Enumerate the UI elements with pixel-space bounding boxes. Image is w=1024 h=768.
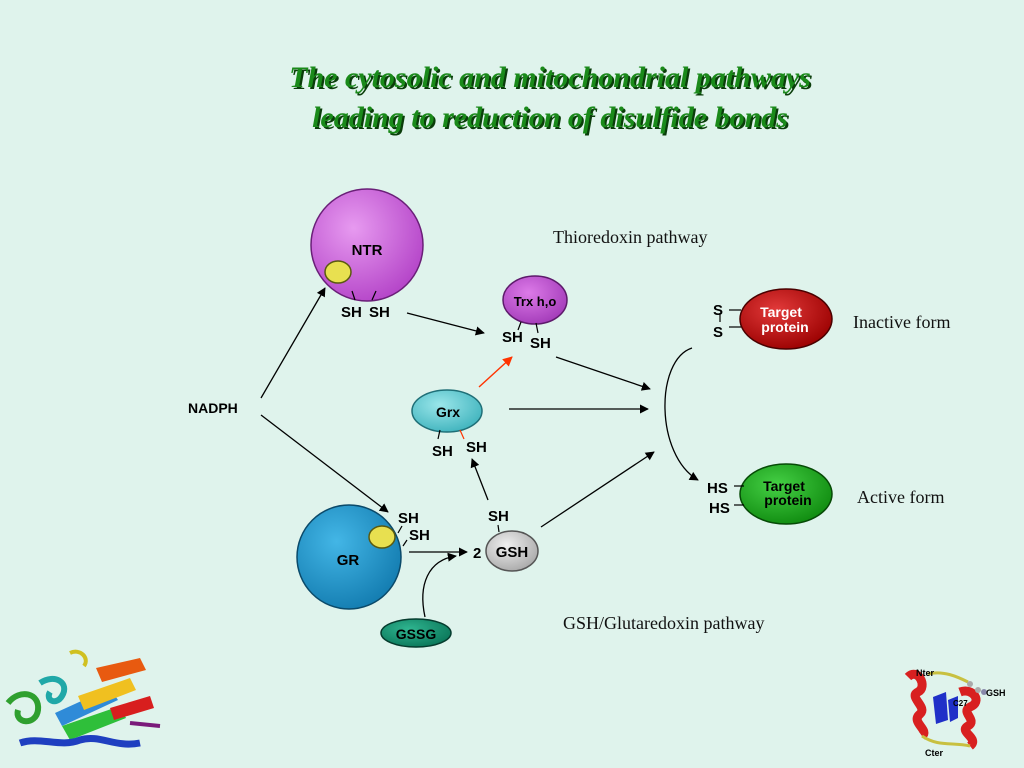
nter-label: Nter [916, 668, 935, 678]
active-hs-2: HS [709, 500, 730, 517]
trx-label: Trx h,o [514, 294, 557, 309]
arrow-gsh-to-target [540, 451, 655, 528]
arrow-nadph-to-gr [260, 414, 389, 513]
inactive-form-label: Inactive form [853, 312, 951, 332]
gr-enzyme: GR SH SH [296, 504, 430, 610]
grx-sh-2: SH [466, 439, 487, 456]
thioredoxin-ribbon-structure-image [5, 649, 161, 748]
grx-enzyme: Grx SH SH [411, 389, 487, 460]
slide-title: The cytosolic and mitochondrial pathways… [200, 58, 900, 138]
inactive-s-1: S [713, 302, 723, 319]
c27-label: C27 [953, 699, 968, 708]
fad-cofactor-gr [368, 525, 396, 549]
trx-sh-1: SH [502, 329, 523, 346]
gsh-label: GSH [496, 544, 529, 561]
ntr-sh-1: SH [341, 304, 362, 321]
trx-enzyme: Trx h,o SH SH [502, 275, 568, 352]
title-line-1: The cytosolic and mitochondrial pathways [289, 61, 811, 94]
ntr-enzyme: NTR SH SH [310, 188, 424, 321]
gr-label: GR [337, 552, 360, 569]
glutaredoxin-ribbon-structure-image: Nter GSH C27 Cter [904, 668, 1006, 758]
fad-cofactor-ntr [324, 260, 352, 284]
active-form-label: Active form [857, 487, 945, 507]
thioredoxin-pathway-label: Thioredoxin pathway [553, 227, 708, 247]
gsh-molecule: GSH 2 SH [473, 508, 539, 572]
trx-sh-2: SH [530, 335, 551, 352]
arrow-reduction-curve [664, 347, 699, 481]
title-line-2: leading to reduction of disulfide bonds [312, 101, 788, 134]
target-protein-active: Target protein HS HS [707, 463, 833, 525]
gsh-structure-label: GSH [986, 688, 1006, 698]
grx-label: Grx [436, 404, 460, 420]
target-inactive-line-2: protein [761, 319, 808, 335]
target-protein-inactive: Target protein S S [713, 288, 833, 350]
grx-sh-1: SH [432, 443, 453, 460]
arrow-gssg-to-gsh [422, 552, 457, 618]
reaction-arrows [260, 287, 699, 618]
gr-sh-1: SH [398, 510, 419, 527]
gssg-molecule: GSSG [380, 618, 452, 648]
cter-label: Cter [925, 748, 944, 758]
gsh-sh: SH [488, 508, 509, 525]
gr-sh-2: SH [409, 527, 430, 544]
arrow-ntr-to-trx [406, 312, 485, 336]
gsh-pathway-label: GSH/Glutaredoxin pathway [563, 613, 765, 633]
target-inactive-line-1: Target [760, 304, 802, 320]
target-active-line-1: Target [763, 478, 805, 494]
active-hs-1: HS [707, 480, 728, 497]
arrow-grx-to-trx [478, 356, 513, 388]
inactive-s-2: S [713, 324, 723, 341]
gsh-coefficient: 2 [473, 545, 481, 562]
ntr-sh-2: SH [369, 304, 390, 321]
arrow-trx-to-target [555, 356, 651, 391]
arrow-gsh-to-grx [470, 458, 489, 501]
gssg-label: GSSG [396, 626, 437, 642]
arrow-nadph-to-ntr [260, 287, 326, 399]
ntr-label: NTR [352, 242, 383, 259]
nadph-label: NADPH [188, 400, 238, 416]
target-active-line-2: protein [764, 492, 811, 508]
